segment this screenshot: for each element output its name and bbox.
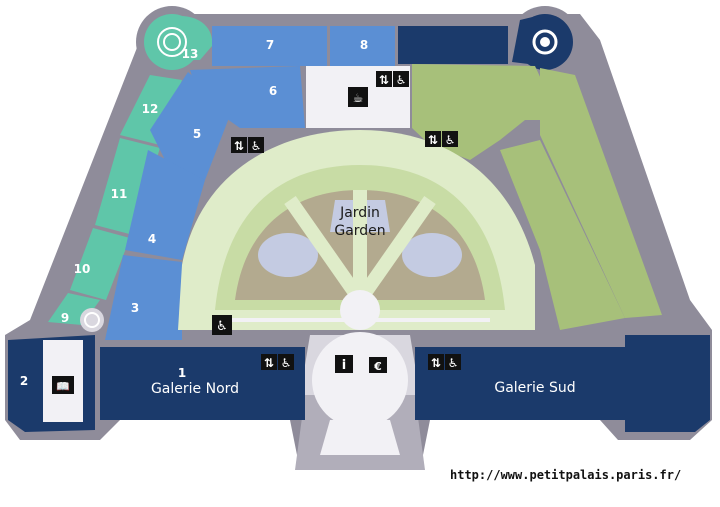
elevator-access-east: ⇅ ♿ <box>425 131 458 147</box>
west-pavilion <box>8 335 95 432</box>
room-label-8: 8 <box>360 38 368 52</box>
wheelchair-icon: ♿ <box>445 133 456 147</box>
room-label-7: 7 <box>266 38 274 52</box>
wheelchair-icon: ♿ <box>396 73 407 87</box>
east-pavilion <box>625 335 710 432</box>
gallery-north-label: Galerie Nord <box>151 381 239 397</box>
wheelchair-icon: ♿ <box>216 319 228 334</box>
cafe-marker: ☕ <box>348 87 368 107</box>
bookshop-icon: 📖 <box>56 380 70 393</box>
room-label-5: 5 <box>193 127 201 141</box>
room-label-10: 10 <box>74 262 91 276</box>
elevator-access-west: ⇅ ♿ <box>231 137 264 153</box>
info-icon: i <box>342 358 346 373</box>
room-label-3: 3 <box>131 301 139 315</box>
room-label-13: 13 <box>182 47 199 61</box>
garden-area <box>178 130 535 330</box>
cafe-icon: ☕ <box>353 91 364 105</box>
info-marker: i <box>335 355 353 373</box>
room-label-9: 9 <box>61 311 69 325</box>
room-label-4: 4 <box>148 232 156 246</box>
ticket-marker: € <box>369 357 387 373</box>
room-label-12: 12 <box>142 102 159 116</box>
room-label-2: 2 <box>20 374 28 388</box>
west-wing-blue <box>105 26 395 340</box>
elevator-access-north-gallery: ⇅ ♿ <box>261 354 294 370</box>
west-wing-teal <box>48 14 213 325</box>
elevator-icon: ⇅ <box>431 356 441 370</box>
room-label-1: 1 <box>178 366 186 380</box>
elevator-icon: ⇅ <box>379 73 389 87</box>
elevator-access-top: ⇅ ♿ <box>376 71 409 87</box>
room-label-11: 11 <box>111 187 128 201</box>
stair-spiral-northwest <box>157 27 187 57</box>
elevator-icon: ⇅ <box>234 139 244 153</box>
room-label-6: 6 <box>269 84 277 98</box>
ticket-icon: € <box>373 360 382 373</box>
wheelchair-access-garden: ♿ <box>212 315 232 335</box>
elevator-icon: ⇅ <box>264 356 274 370</box>
source-url: http://www.petitpalais.paris.fr/ <box>450 468 682 482</box>
bookshop-marker: 📖 <box>52 376 74 394</box>
wheelchair-icon: ♿ <box>281 356 292 370</box>
wheelchair-icon: ♿ <box>251 139 262 153</box>
central-rotunda <box>300 290 420 455</box>
garden-label-fr: Jardin <box>339 205 380 221</box>
stair-spiral-small <box>80 308 104 332</box>
elevator-access-south-gallery: ⇅ ♿ <box>428 354 461 370</box>
gallery-south-label: Galerie Sud <box>494 380 575 396</box>
east-wing-navy <box>398 14 573 70</box>
garden-label-en: Garden <box>334 223 385 239</box>
elevator-icon: ⇅ <box>428 133 438 147</box>
wheelchair-icon: ♿ <box>448 356 459 370</box>
